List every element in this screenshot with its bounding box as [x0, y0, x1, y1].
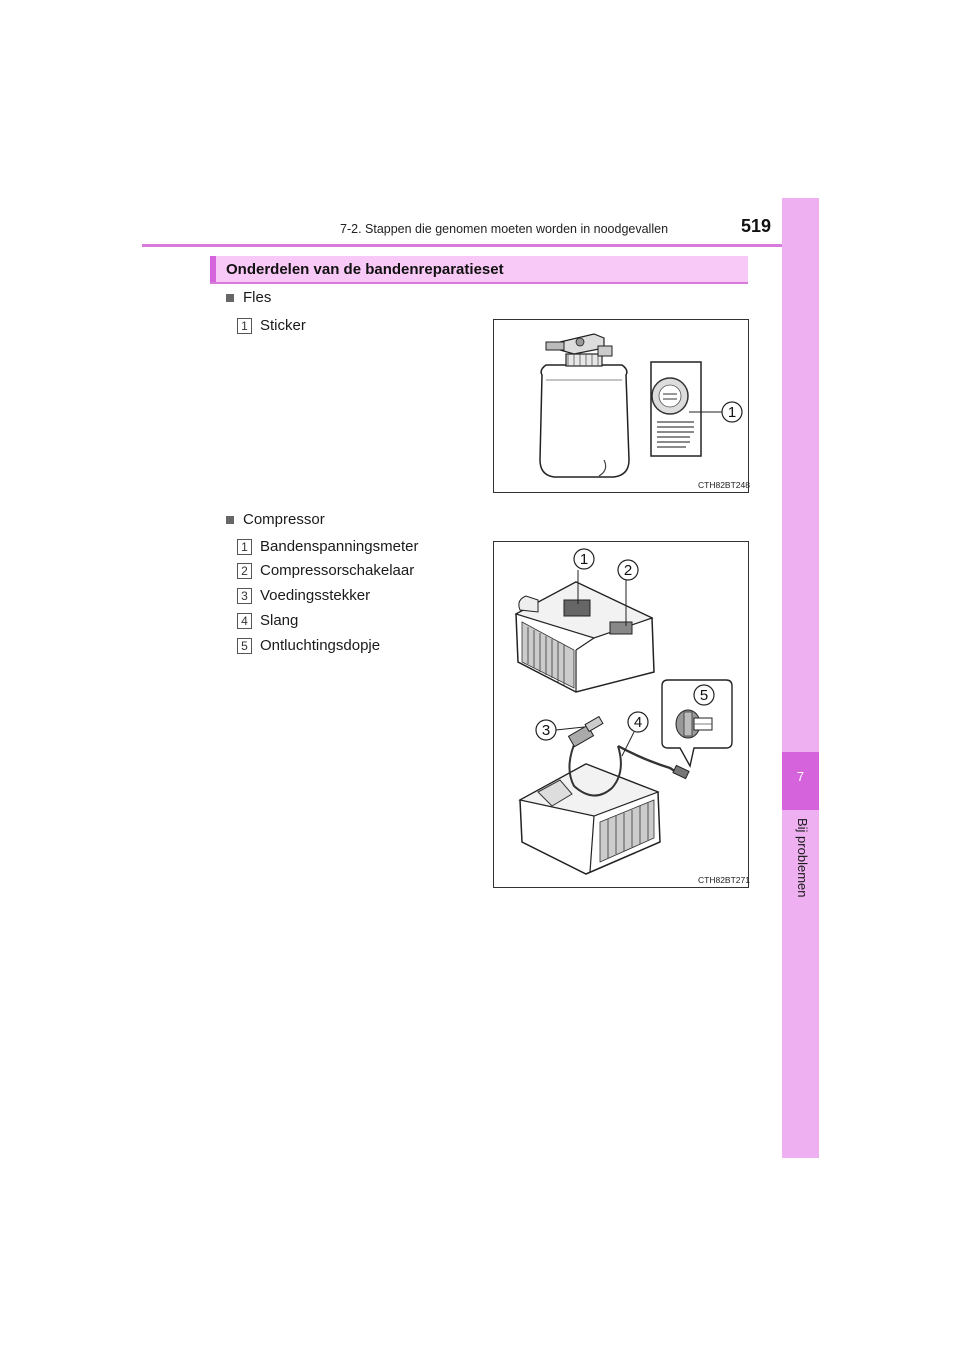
compressor-item-2: 2 Compressorschakelaar	[237, 562, 414, 579]
header-title: 7-2. Stappen die genomen moeten worden i…	[340, 222, 669, 236]
chapter-tab-active[interactable]	[782, 752, 819, 810]
callout-label: 1	[580, 551, 588, 568]
chapter-side-tab	[782, 198, 819, 1158]
section-heading-text: Onderdelen van de bandenreparatieset	[226, 261, 504, 278]
page-number: 519	[741, 216, 772, 236]
item-label: Sticker	[260, 317, 306, 334]
compressor-item-1: 1 Bandenspanningsmeter	[237, 538, 418, 555]
figure-code: CTH82BT271	[698, 875, 750, 885]
section-heading: Onderdelen van de bandenreparatieset	[210, 256, 748, 284]
compressor-item-5: 5 Ontluchtingsdopje	[237, 637, 380, 654]
item-number: 2	[237, 562, 252, 579]
compressor-heading-text: Compressor	[243, 511, 325, 528]
item-number: 5	[237, 637, 252, 654]
figure-code: CTH82BT248	[698, 480, 750, 490]
square-bullet-icon	[226, 293, 234, 302]
compressor-item-3: 3 Voedingsstekker	[237, 587, 370, 604]
item-label: Bandenspanningsmeter	[260, 538, 419, 555]
bottle-illustration: 1	[539, 333, 743, 478]
callout-label: 3	[542, 722, 550, 739]
fles-figure: 1 CTH82BT248	[493, 319, 750, 493]
fles-heading-text: Fles	[243, 289, 272, 306]
compressor-item-4: 4 Slang	[237, 612, 298, 629]
compressor-figure: 1 2 3 4 5 CTH82BT271	[493, 541, 750, 888]
item-number: 1	[237, 317, 252, 334]
section-heading-bar	[210, 256, 216, 282]
fles-heading: Fles	[226, 289, 271, 306]
compressor-illustration: 1 2 3 4 5	[514, 548, 733, 875]
item-number: 3	[237, 587, 252, 604]
item-label: Compressorschakelaar	[260, 562, 415, 579]
item-number: 1	[237, 538, 252, 555]
header-rule	[142, 244, 782, 247]
item-label: Voedingsstekker	[260, 587, 371, 604]
compressor-heading: Compressor	[226, 511, 325, 528]
square-bullet-icon	[226, 515, 234, 524]
callout-label: 4	[634, 714, 642, 731]
callout-label: 1	[728, 404, 736, 421]
chapter-number: 7	[796, 769, 805, 784]
callout-label: 2	[624, 562, 632, 579]
item-label: Ontluchtingsdopje	[260, 637, 381, 654]
chapter-label: Bij problemen	[795, 818, 810, 898]
fles-item-1: 1 Sticker	[237, 317, 306, 334]
callout-label: 5	[700, 687, 708, 704]
item-label: Slang	[260, 612, 299, 629]
item-number: 4	[237, 612, 252, 629]
